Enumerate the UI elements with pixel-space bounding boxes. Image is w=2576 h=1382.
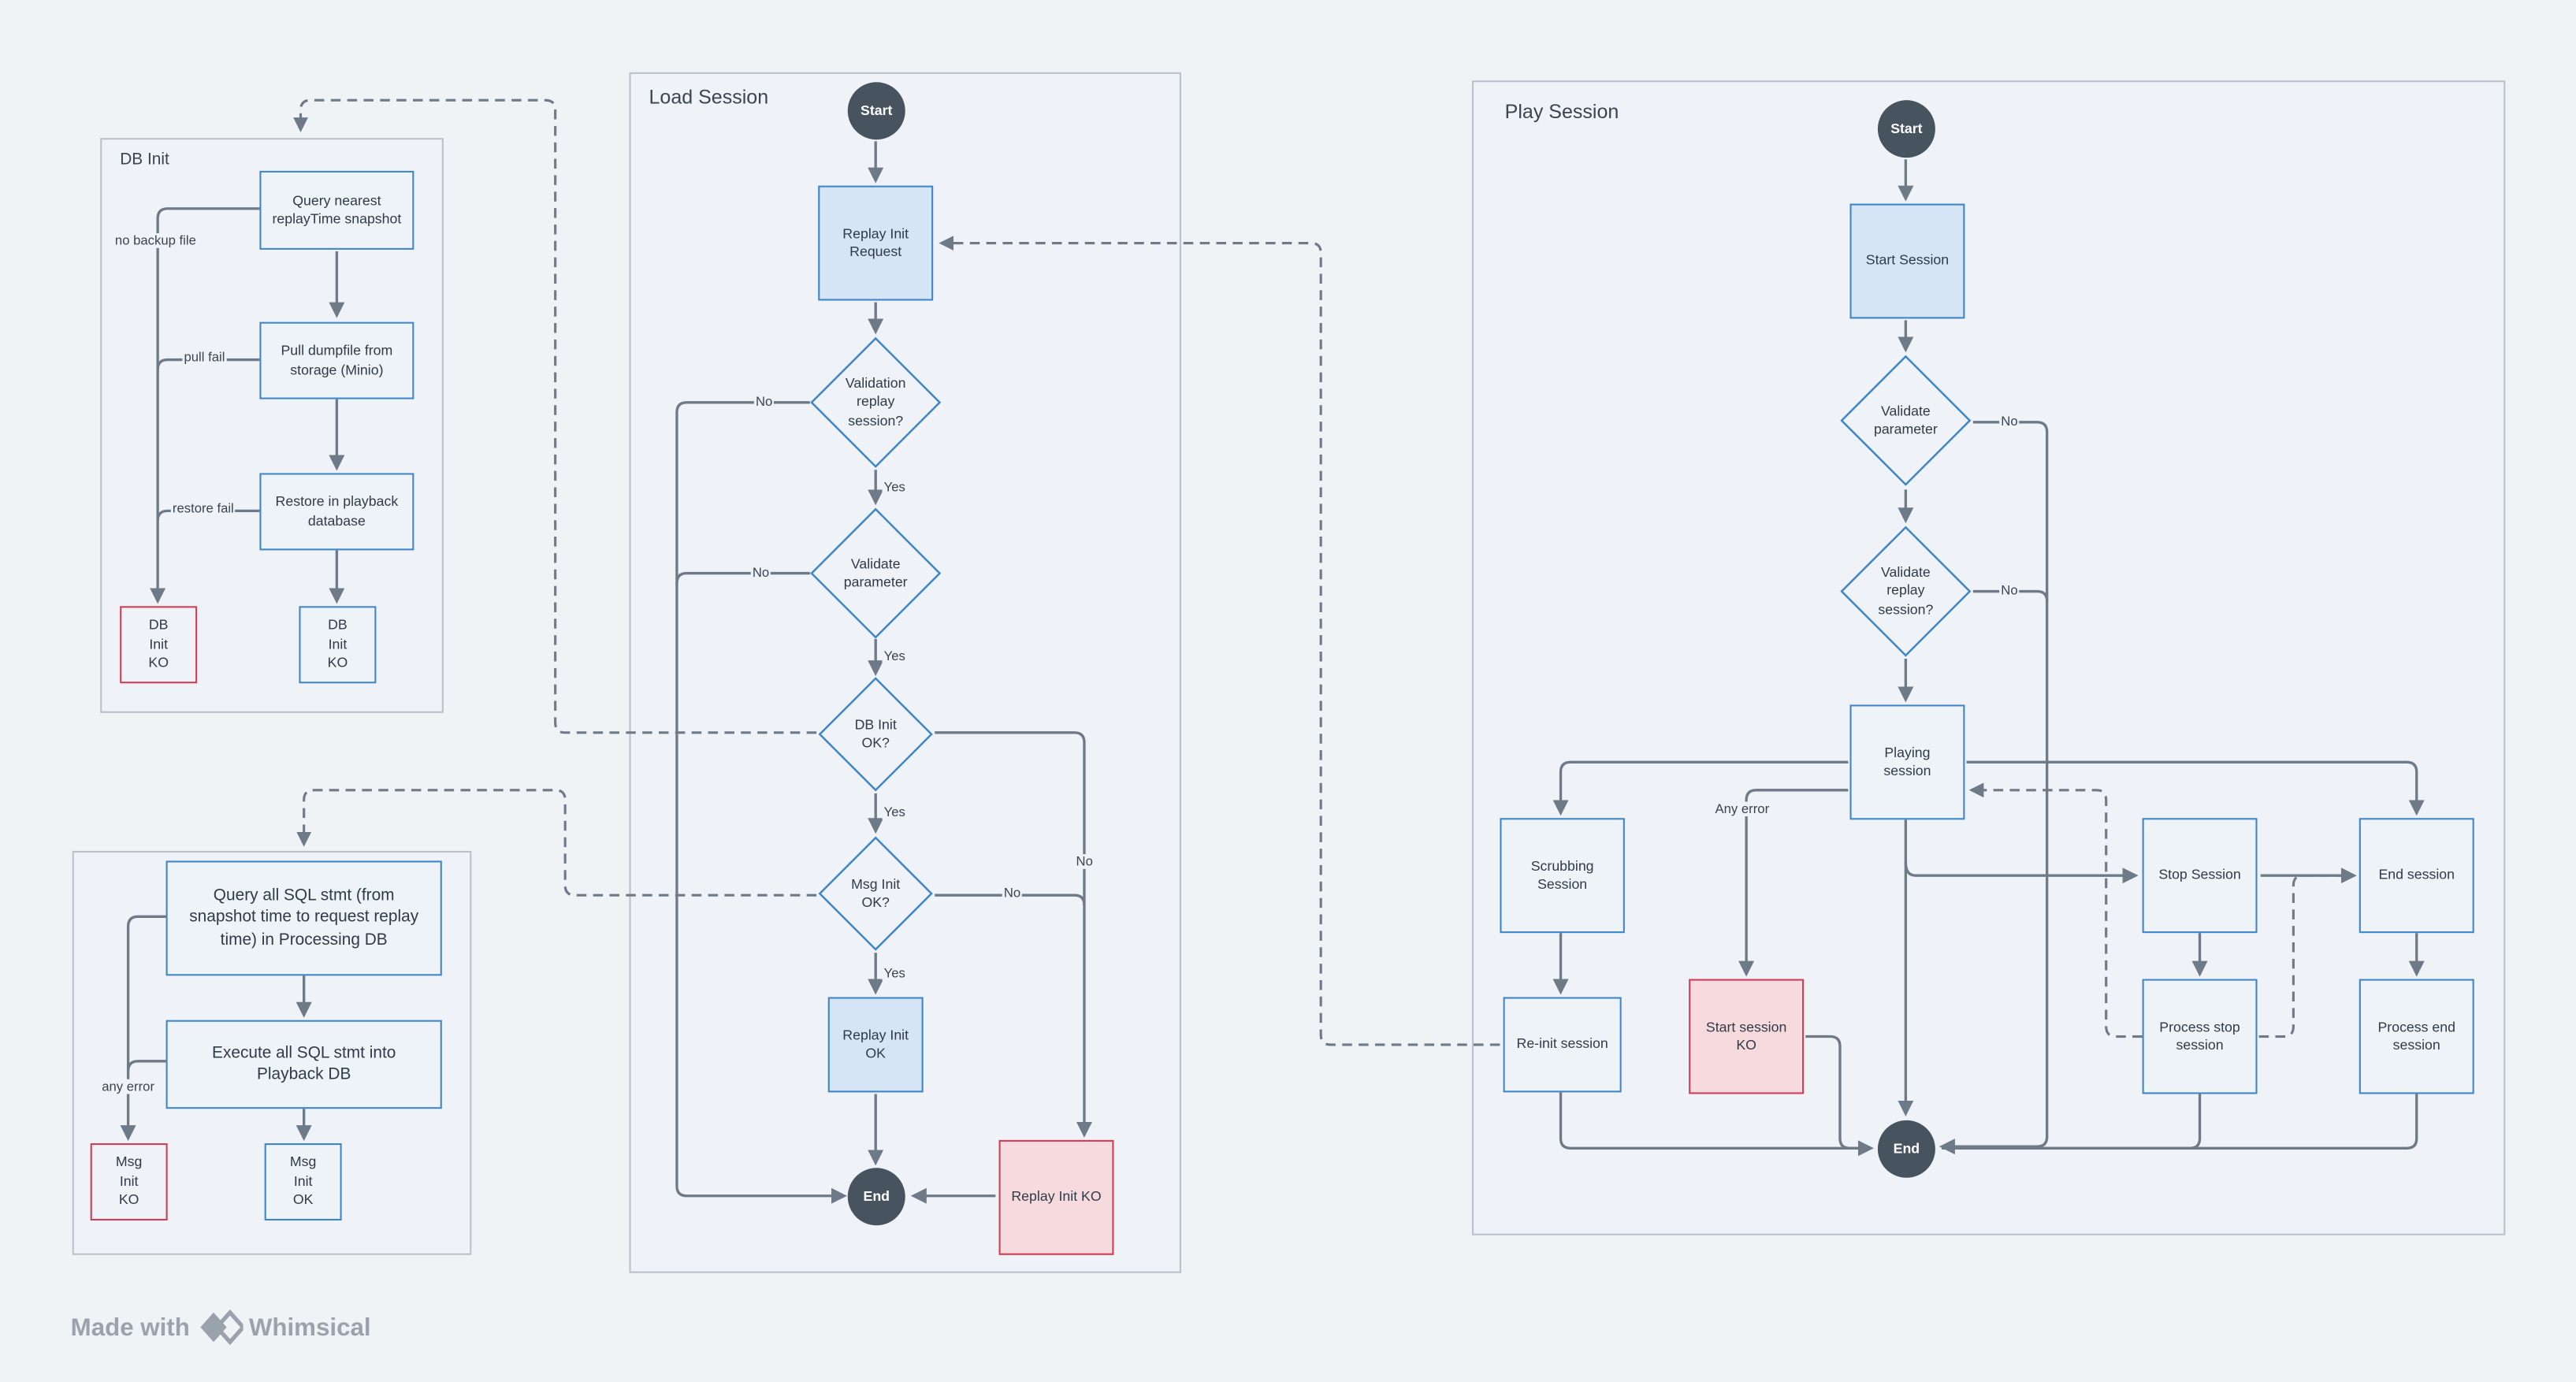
label-play-no-1: No bbox=[1999, 414, 2020, 429]
label-load-no-3: No bbox=[1002, 885, 1023, 901]
play-playing-session[interactable]: Playing session bbox=[1849, 704, 1965, 820]
load-validate-param-label: Validate parameter bbox=[843, 554, 908, 590]
load-end[interactable]: End bbox=[847, 1168, 905, 1226]
edge-ps-playing-scrub bbox=[1552, 760, 1849, 816]
edge-ls-param-no bbox=[675, 571, 810, 584]
brand-made-with: Made with bbox=[70, 1313, 190, 1342]
play-stop-session[interactable]: Stop Session bbox=[2142, 818, 2258, 934]
label-load-no-4: No bbox=[1074, 854, 1095, 869]
db-init-ko-blue[interactable]: DB Init KO bbox=[299, 606, 377, 684]
play-validate-replay-label: Validate replay session? bbox=[1878, 563, 1934, 618]
edge-ls-msg-no bbox=[935, 893, 1086, 905]
load-replay-init-ko[interactable]: Replay Init KO bbox=[998, 1139, 1114, 1255]
play-start-session[interactable]: Start Session bbox=[1849, 203, 1965, 319]
play-reinit-session[interactable]: Re-init session bbox=[1503, 997, 1622, 1093]
dashed-procstop-to-playing bbox=[1968, 782, 2143, 1038]
label-load-yes-1: Yes bbox=[882, 479, 907, 495]
edge-ps-playing-endsess bbox=[1966, 760, 2425, 816]
play-scrubbing-session[interactable]: Scrubbing Session bbox=[1500, 818, 1625, 934]
edge-ps-replay-no bbox=[1972, 589, 2049, 602]
db-init-restore[interactable]: Restore in playback database bbox=[259, 473, 414, 551]
load-replay-init-request[interactable]: Replay Init Request bbox=[818, 185, 934, 301]
db-init-ko-red[interactable]: DB Init KO bbox=[120, 606, 198, 684]
msg-init-execute-sql[interactable]: Execute all SQL stmt into Playback DB bbox=[165, 1020, 442, 1109]
play-validate-replay-decision[interactable]: Validate replay session? bbox=[1840, 526, 1972, 657]
edge-ps-procstop-end bbox=[1942, 1092, 2202, 1150]
edge-msg-exec-ko bbox=[126, 1060, 166, 1072]
play-validate-param-decision[interactable]: Validate parameter bbox=[1840, 355, 1972, 486]
db-init-query-snapshot[interactable]: Query nearest replayTime snapshot bbox=[259, 170, 414, 250]
frame-play-session-title: Play Session bbox=[1504, 100, 1619, 124]
play-start-session-ko[interactable]: Start session KO bbox=[1689, 979, 1805, 1094]
edge-ps-param-no bbox=[1939, 421, 2049, 1155]
label-pull-fail: pull fail bbox=[182, 350, 227, 365]
play-validate-param-label: Validate parameter bbox=[1873, 401, 1938, 437]
frame-db-init-title: DB Init bbox=[120, 150, 169, 169]
msg-init-ko[interactable]: Msg Init KO bbox=[90, 1143, 168, 1221]
load-msg-ok-decision[interactable]: Msg Init OK? bbox=[818, 836, 933, 951]
edge-ps-reinit-end bbox=[1559, 1092, 1874, 1157]
dashed-msgok-to-msginit bbox=[296, 789, 817, 897]
whimsical-branding[interactable]: Made with Whimsical bbox=[71, 1308, 371, 1347]
label-load-yes-2: Yes bbox=[882, 648, 907, 664]
label-load-no-1: No bbox=[753, 394, 775, 410]
edge-ps-ko-end bbox=[1805, 1035, 1872, 1150]
label-play-any-error: Any error bbox=[1713, 801, 1771, 817]
load-db-ok-label: DB Init OK? bbox=[854, 715, 897, 751]
label-no-backup-file: no backup file bbox=[113, 233, 198, 248]
load-replay-init-ok[interactable]: Replay Init OK bbox=[827, 997, 924, 1093]
label-restore-fail: restore fail bbox=[170, 500, 236, 516]
label-load-yes-3: Yes bbox=[882, 804, 907, 820]
edge-ps-playing-stop bbox=[1904, 862, 2139, 884]
edge-ps-playing-anyerror bbox=[1738, 789, 1849, 977]
msg-init-ok[interactable]: Msg Init OK bbox=[264, 1143, 342, 1221]
play-end[interactable]: End bbox=[1877, 1120, 1935, 1178]
whimsical-logo-icon bbox=[199, 1309, 246, 1346]
load-msg-ok-label: Msg Init OK? bbox=[851, 875, 901, 910]
edge-ls-db-no bbox=[935, 731, 1092, 1138]
label-play-no-2: No bbox=[1999, 583, 2020, 598]
load-validate-param-decision[interactable]: Validate parameter bbox=[810, 507, 942, 639]
edge-restore-ko bbox=[156, 509, 260, 521]
label-any-error: any error bbox=[100, 1079, 157, 1094]
dashed-dbok-to-dbinit bbox=[293, 98, 817, 734]
label-load-yes-4: Yes bbox=[882, 965, 907, 981]
edge-ls-val-no bbox=[675, 401, 847, 1204]
load-start[interactable]: Start bbox=[847, 82, 905, 140]
dashed-reinit-to-request bbox=[939, 236, 1500, 1046]
load-validation-label: Validation replay session? bbox=[845, 373, 906, 429]
dashed-procstop-to-endsess bbox=[2258, 874, 2355, 1038]
label-load-no-2: No bbox=[750, 565, 771, 580]
brand-name: Whimsical bbox=[248, 1313, 371, 1342]
msg-init-query-sql[interactable]: Query all SQL stmt (from snapshot time t… bbox=[165, 860, 442, 976]
frame-load-session-title: Load Session bbox=[649, 85, 769, 109]
play-process-end-session[interactable]: Process end session bbox=[2359, 979, 2474, 1094]
load-db-ok-decision[interactable]: DB Init OK? bbox=[818, 677, 933, 792]
load-validation-decision[interactable]: Validation replay session? bbox=[810, 336, 942, 468]
play-end-session[interactable]: End session bbox=[2359, 818, 2474, 934]
frame-play-session: Play Session bbox=[1471, 80, 2506, 1235]
edge-ps-procend-end bbox=[1942, 1092, 2418, 1150]
edge-msg-query-ko bbox=[120, 915, 166, 1142]
edge-query-ko bbox=[150, 207, 260, 604]
edge-pull-ko bbox=[156, 358, 260, 370]
db-init-pull-dumpfile[interactable]: Pull dumpfile from storage (Minio) bbox=[259, 321, 414, 399]
play-process-stop-session[interactable]: Process stop session bbox=[2142, 979, 2258, 1094]
play-start[interactable]: Start bbox=[1877, 100, 1935, 158]
